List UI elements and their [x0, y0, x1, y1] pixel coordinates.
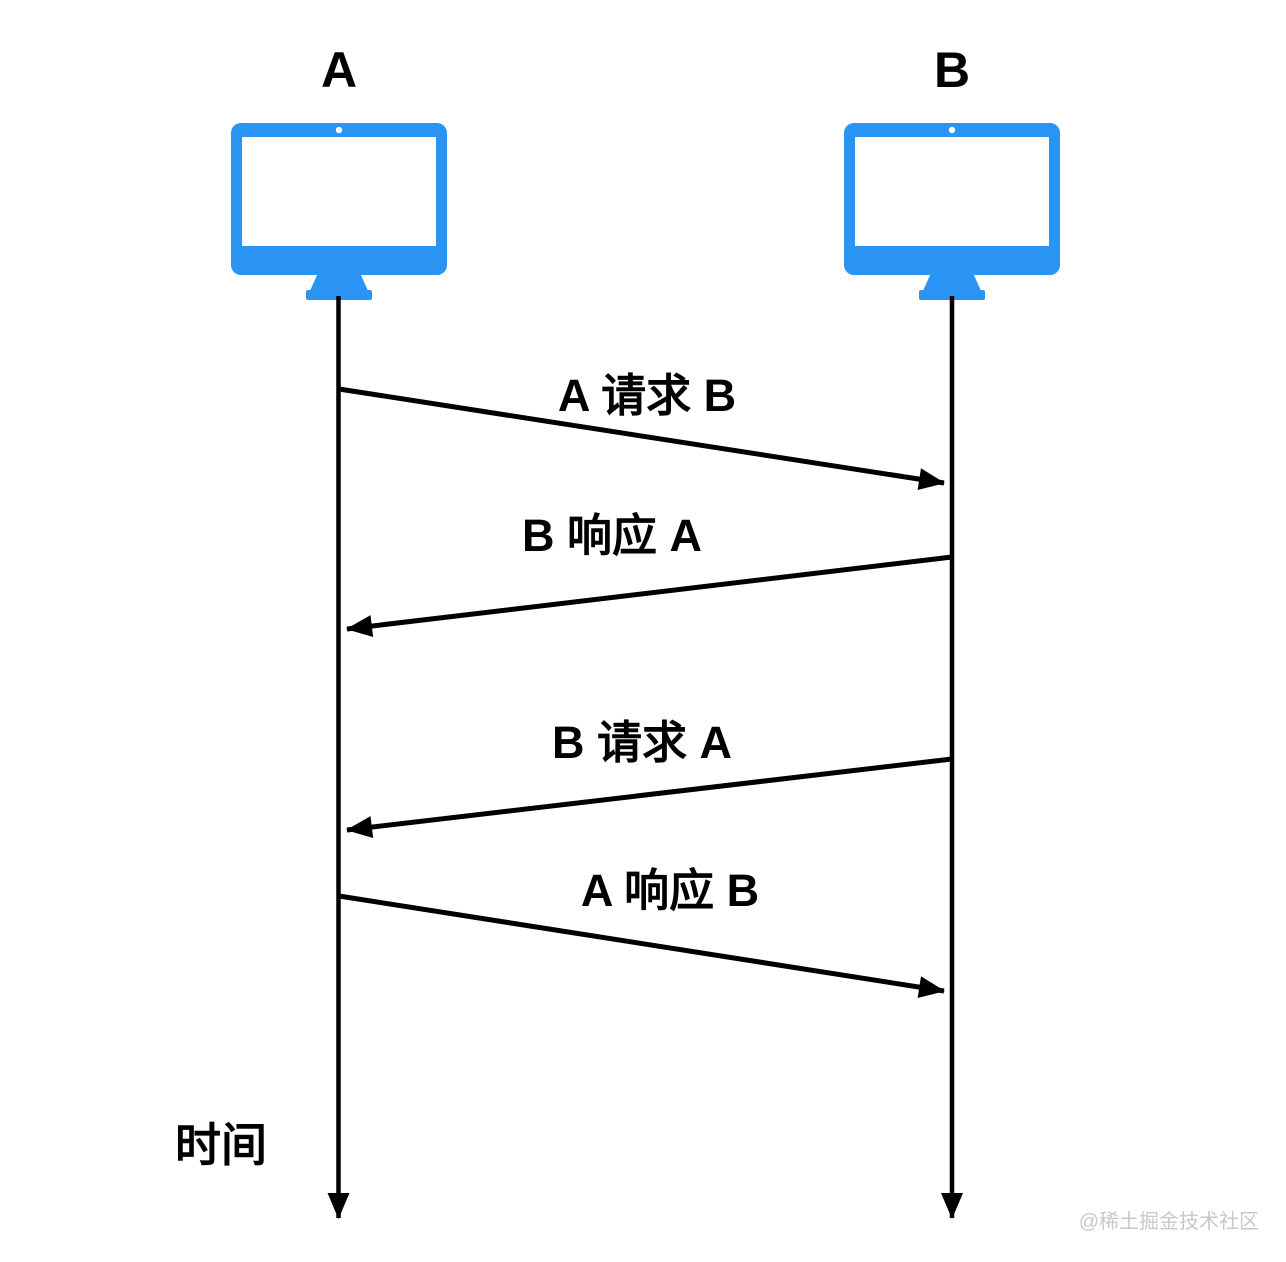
message-arrow — [346, 756, 953, 839]
message-a-request-b: A 请求 B — [338, 370, 945, 491]
actor-b: B — [844, 42, 1060, 300]
message-label: A 响应 B — [581, 865, 759, 916]
message-arrow — [346, 554, 953, 637]
message-arrow — [338, 386, 945, 491]
actor-b-label: B — [934, 42, 970, 98]
actor-a-label: A — [321, 42, 357, 98]
message-a-response-b: A 响应 B — [338, 865, 945, 998]
message-b-request-a: B 请求 A — [346, 717, 953, 839]
actor-a: A — [231, 42, 447, 300]
message-label: B 响应 A — [522, 510, 702, 561]
computer-icon-a — [231, 123, 447, 300]
computer-icon-b — [844, 123, 1060, 300]
watermark: @稀土掘金技术社区 — [1079, 1210, 1259, 1233]
message-label: A 请求 B — [558, 370, 736, 421]
message-arrow — [338, 893, 945, 998]
message-label: B 请求 A — [552, 717, 732, 768]
message-b-response-a: B 响应 A — [346, 510, 953, 637]
time-axis-label: 时间 — [175, 1119, 267, 1171]
